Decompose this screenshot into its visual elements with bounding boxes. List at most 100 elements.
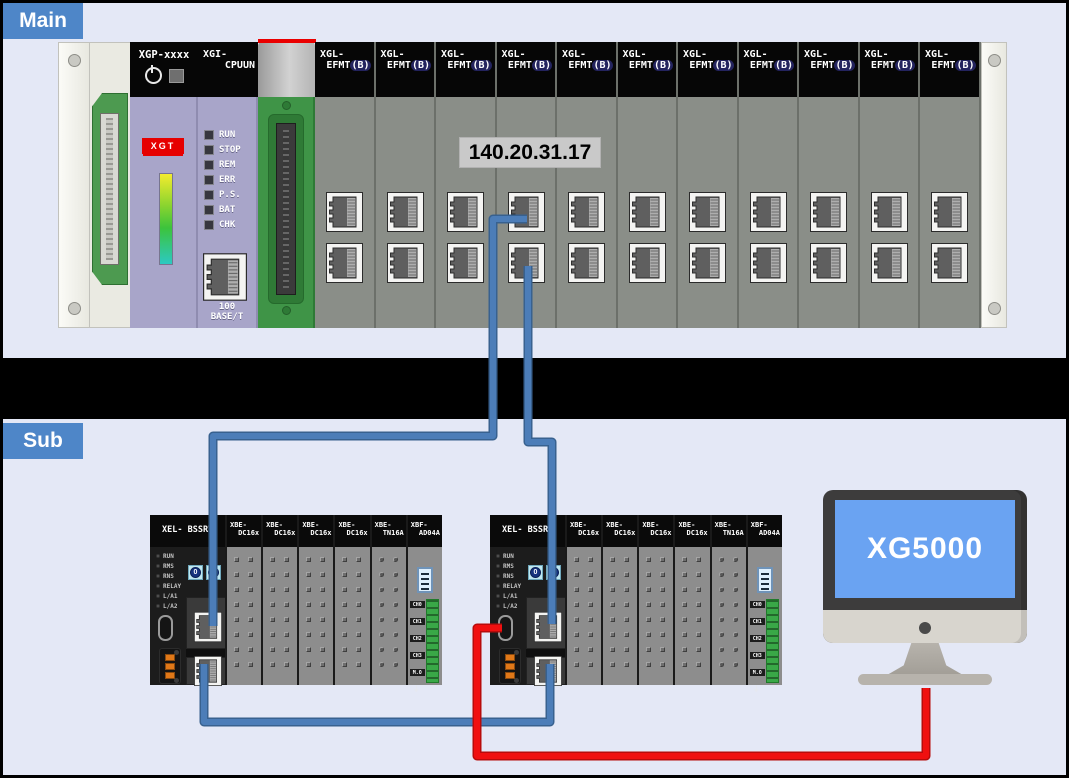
io-indicator	[378, 587, 384, 592]
io-indicator	[284, 632, 290, 637]
io-indicator	[624, 662, 630, 667]
io-indicator	[392, 647, 398, 652]
terminal-block	[425, 599, 439, 683]
status-led: CHK	[204, 217, 241, 232]
io-indicator	[574, 662, 579, 667]
ethernet-module: XGL- EFMT(B)	[557, 42, 618, 328]
io-indicator	[378, 572, 384, 577]
led-lamp-icon	[204, 144, 214, 155]
ethernet-module: XGL- EFMT(B)	[799, 42, 860, 328]
io-indicator	[378, 647, 384, 652]
port-caption-line1: 100	[218, 302, 236, 312]
sub-section-label: Sub	[3, 423, 83, 459]
io-indicator	[696, 662, 702, 667]
io-indicator	[306, 662, 312, 667]
io-indicator	[682, 617, 688, 622]
io-indicator	[356, 632, 362, 637]
io-indicator	[682, 662, 688, 667]
led-lamp-icon	[156, 574, 160, 578]
status-led: L/A1	[496, 591, 521, 601]
io-indicator	[248, 557, 253, 562]
io-indicator	[306, 557, 312, 562]
io-indicator	[270, 647, 276, 652]
led-lamp-icon	[156, 554, 160, 558]
io-indicator	[248, 647, 253, 652]
io-indicator	[732, 572, 738, 577]
ethernet-module: XGL- EFMT(B)	[678, 42, 739, 328]
status-led: L/A1	[156, 591, 181, 601]
io-indicator	[356, 572, 362, 577]
ground-icon: ⏚	[412, 686, 420, 693]
status-led: REM	[204, 157, 241, 172]
io-indicator	[660, 632, 666, 637]
io-indicator	[682, 602, 688, 607]
status-led: RUN	[496, 551, 521, 561]
status-led: BAT	[204, 202, 241, 217]
io-indicator	[732, 662, 738, 667]
ethernet-port	[689, 243, 726, 288]
ethernet-port	[386, 192, 424, 237]
io-indicator	[610, 602, 616, 607]
channel-label: CH2	[409, 635, 425, 642]
io-indicator	[624, 617, 630, 622]
io-indicator	[696, 647, 702, 652]
led-lamp-icon	[204, 219, 214, 230]
indicator-grid	[610, 557, 630, 667]
status-led: RNS	[156, 571, 181, 581]
io-indicator	[574, 557, 579, 562]
usb-port	[158, 615, 173, 641]
io-indicator	[320, 617, 326, 622]
ethernet-port	[931, 243, 968, 288]
led-lamp-icon	[496, 604, 500, 608]
monitor-base	[858, 674, 992, 685]
divider-band	[0, 358, 1069, 419]
io-indicator	[234, 632, 239, 637]
io-indicator	[392, 617, 398, 622]
io-indicator	[574, 587, 579, 592]
power-icon	[144, 65, 162, 84]
io-indicator	[306, 602, 312, 607]
power-terminal	[499, 648, 521, 684]
io-indicator	[610, 617, 616, 622]
io-indicator	[588, 617, 593, 622]
io-indicator	[284, 617, 290, 622]
io-indicator	[342, 632, 348, 637]
io-indicator	[646, 617, 652, 622]
io-indicator	[356, 647, 362, 652]
led-lamp-icon	[156, 584, 160, 588]
led-lamp-icon	[204, 204, 214, 215]
io-indicator	[646, 602, 652, 607]
io-indicator	[234, 587, 239, 592]
rotary-switch: 0	[528, 565, 543, 580]
io-indicator	[660, 572, 666, 577]
level-indicator-bar	[159, 173, 173, 265]
status-led: ERR	[204, 172, 241, 187]
dip-switch	[756, 567, 773, 593]
monitor-screen: XG5000	[835, 500, 1015, 598]
io-indicator	[234, 662, 239, 667]
io-indicator	[696, 602, 702, 607]
io-indicator	[588, 557, 593, 562]
io-indicator	[574, 632, 579, 637]
ethernet-port	[447, 192, 484, 237]
io-indicator	[588, 647, 593, 652]
status-led: RELAY	[496, 581, 521, 591]
ethernet-port	[749, 243, 787, 288]
io-indicator	[342, 557, 348, 562]
ethernet-port	[870, 243, 908, 288]
io-indicator	[234, 602, 239, 607]
io-indicator	[342, 602, 348, 607]
io-module: XBE- DC16x	[297, 515, 334, 685]
channel-label: CH2	[749, 635, 765, 642]
io-module: XBE- DC16x	[225, 515, 262, 685]
io-indicator	[646, 647, 652, 652]
connector-pins	[106, 118, 113, 260]
indicator-grid	[646, 557, 666, 667]
ethernet-port	[810, 192, 847, 237]
io-indicator	[588, 587, 593, 592]
ethernet-port	[534, 656, 562, 691]
ethernet-port	[386, 243, 424, 288]
ethernet-module: XGL- EFMT(B)	[436, 42, 497, 328]
io-indicator	[696, 617, 702, 622]
